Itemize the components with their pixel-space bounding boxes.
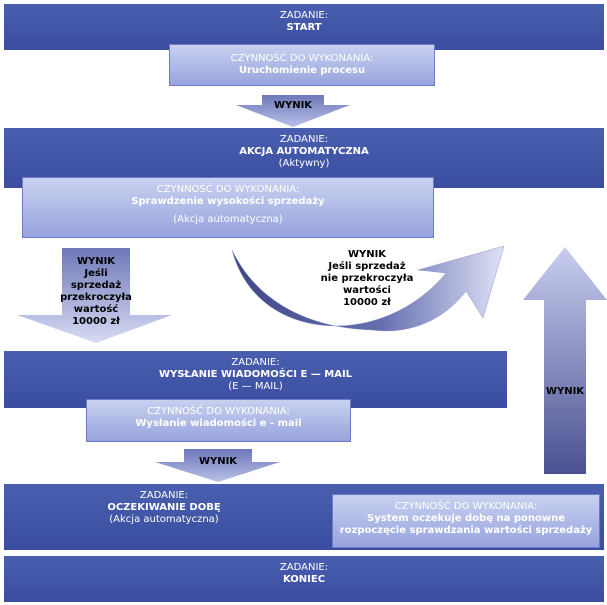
- result-line: 10000 zł: [72, 316, 120, 327]
- action-text: Uruchomienie procesu: [238, 65, 366, 76]
- task-label: ZADANIE:: [231, 357, 280, 368]
- task-name: START: [286, 22, 322, 33]
- curved-arrow: [232, 246, 504, 331]
- up-arrow-right: [523, 247, 607, 474]
- task-status: (Aktywny): [278, 158, 330, 169]
- action-text-line: rozpoczęcie sprawdzania wartości sprzeda…: [339, 525, 593, 536]
- result-line: 10000 zł: [343, 297, 391, 308]
- action-start: CZYNNOŚĆ DO WYKONANIA: Uruchomienie proc…: [169, 44, 435, 86]
- result-line: wartości: [343, 285, 391, 296]
- action-label: CZYNNOŚĆ DO WYKONANIA:: [156, 184, 300, 195]
- result-label-2: WYNIK: [198, 456, 238, 467]
- result-line: Jeśli sprzedaż: [328, 261, 406, 272]
- action-sub: (Akcja automatyczna): [173, 214, 283, 225]
- action-auto: CZYNNOŚĆ DO WYKONANIA: Sprawdzenie wysok…: [22, 177, 434, 238]
- action-email: CZYNNOŚĆ DO WYKONANIA: Wysłanie wiadomoś…: [86, 399, 351, 442]
- task-name: WYSŁANIE WIADOMOŚCI E — MAIL: [158, 369, 353, 380]
- task-sub: (E — MAIL): [228, 381, 283, 392]
- action-label: CZYNNOŚĆ DO WYKONANIA:: [394, 501, 538, 512]
- task-label: ZADANIE:: [279, 134, 329, 145]
- action-text: Sprawdzenie wysokości sprzedaży: [131, 196, 325, 207]
- task-name: KONIEC: [282, 574, 326, 585]
- action-label: CZYNNOŚĆ DO WYKONANIA:: [230, 53, 374, 64]
- result-line: nie przekroczyła: [320, 273, 414, 284]
- task-start: ZADANIE: START: [4, 4, 604, 50]
- result-line: Jeśli sprzedaż: [70, 268, 122, 291]
- down-arrow-1: [236, 95, 350, 127]
- task-name: AKCJA AUTOMATYCZNA: [239, 146, 369, 157]
- result-label-up: WYNIK: [545, 386, 585, 397]
- result-line: przekroczyła: [60, 292, 132, 303]
- action-wait: CZYNNOŚĆ DO WYKONANIA: System oczekuje d…: [332, 494, 600, 548]
- result-line: wartość: [73, 304, 119, 315]
- task-email: ZADANIE: WYSŁANIE WIADOMOŚCI E — MAIL (E…: [4, 351, 507, 408]
- result-line: WYNIK: [347, 249, 387, 260]
- task-name: OCZEKIWANIE DOBĘ: [107, 502, 221, 513]
- task-label: ZADANIE:: [139, 490, 189, 501]
- task-label: ZADANIE:: [279, 562, 329, 573]
- task-end: ZADANIE: KONIEC: [4, 556, 604, 602]
- down-arrow-2: [155, 449, 280, 482]
- result-exceeded: WYNIK Jeśli sprzedaż przekroczyła wartoś…: [60, 256, 132, 328]
- result-line: WYNIK: [76, 256, 116, 267]
- action-label: CZYNNOŚĆ DO WYKONANIA:: [147, 406, 290, 417]
- result-not-exceeded: WYNIK Jeśli sprzedaż nie przekroczyła wa…: [318, 249, 416, 309]
- task-sub: (Akcja automatyczna): [109, 514, 219, 525]
- action-text: Wysłanie wiadomości e - mail: [135, 418, 302, 429]
- result-label-1: WYNIK: [273, 100, 313, 111]
- task-label: ZADANIE:: [279, 10, 329, 21]
- action-text-line: System oczekuje dobę na ponowne: [367, 513, 565, 524]
- down-arrow-left: [17, 248, 172, 343]
